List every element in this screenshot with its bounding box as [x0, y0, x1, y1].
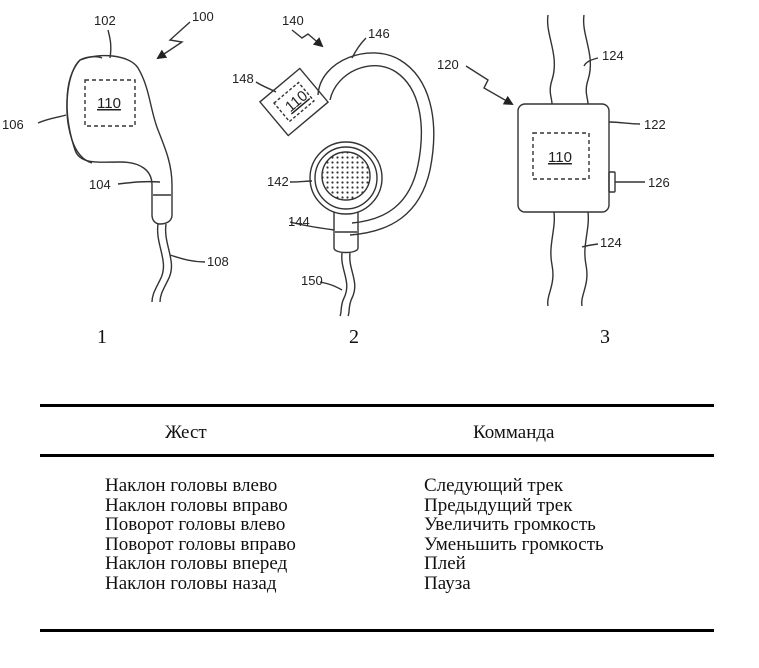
- ref-110-label-fig2: 110: [282, 87, 311, 115]
- ref-150-label: 150: [301, 273, 323, 288]
- ref-106-label: 106: [2, 117, 24, 132]
- table-cell-gesture: Поворот головы влево: [105, 514, 286, 535]
- ref-104-label: 104: [89, 177, 111, 192]
- ref-142-label: 142: [267, 174, 289, 189]
- wrist-device-drawing: [465, 14, 645, 307]
- patent-figures: 102 100 106 110 104 108 140 146 148 11: [2, 9, 670, 317]
- table-cell-command: Следующий трек: [424, 475, 564, 496]
- ref-144-label: 144: [288, 214, 310, 229]
- ref-124-label-bottom: 124: [600, 235, 622, 250]
- table-top-rule: [40, 404, 714, 407]
- table-cell-command: Плей: [424, 553, 466, 574]
- ref-122-label: 122: [644, 117, 666, 132]
- table-cell-gesture: Наклон головы вправо: [105, 494, 288, 516]
- table-header-rule: [40, 454, 714, 457]
- figure-number-1: 1: [97, 326, 107, 348]
- ref-126-label: 126: [648, 175, 670, 190]
- ref-110-label-fig1: 110: [97, 95, 121, 112]
- ref-120-label: 120: [437, 57, 459, 72]
- table-cell-gesture: Наклон головы вперед: [105, 553, 288, 574]
- table-bottom-rule: [40, 629, 714, 632]
- ref-110-label-fig3: 110: [548, 149, 572, 166]
- command-column: Следующий трек Предыдущий трек Увеличить…: [424, 476, 604, 593]
- header-gesture: Жест: [165, 422, 207, 443]
- figure-number-3: 3: [600, 326, 610, 348]
- earbud-drawing: [37, 21, 206, 303]
- figure-number-2: 2: [349, 326, 359, 348]
- gesture-column: Наклон головы влево Наклон головы вправо…: [105, 476, 296, 593]
- table-cell-command: Увеличить громкость: [424, 514, 596, 535]
- ref-148-label: 148: [232, 71, 254, 86]
- ref-124-label-top: 124: [602, 48, 624, 63]
- earhook-headphone-drawing: [255, 29, 435, 317]
- ref-100-label: 100: [192, 9, 214, 24]
- table-cell-gesture: Наклон головы влево: [105, 475, 278, 496]
- ref-146-label: 146: [368, 26, 390, 41]
- ref-102-label: 102: [94, 13, 116, 28]
- header-command: Комманда: [473, 422, 555, 443]
- table-cell-command: Уменьшить громкость: [424, 533, 604, 555]
- table-cell-gesture: Поворот головы вправо: [105, 533, 296, 555]
- ref-108-label: 108: [207, 254, 229, 269]
- table-cell-command: Пауза: [424, 572, 471, 594]
- table-cell-gesture: Наклон головы назад: [105, 572, 277, 594]
- ref-140-label: 140: [282, 13, 304, 28]
- table-cell-command: Предыдущий трек: [424, 494, 573, 516]
